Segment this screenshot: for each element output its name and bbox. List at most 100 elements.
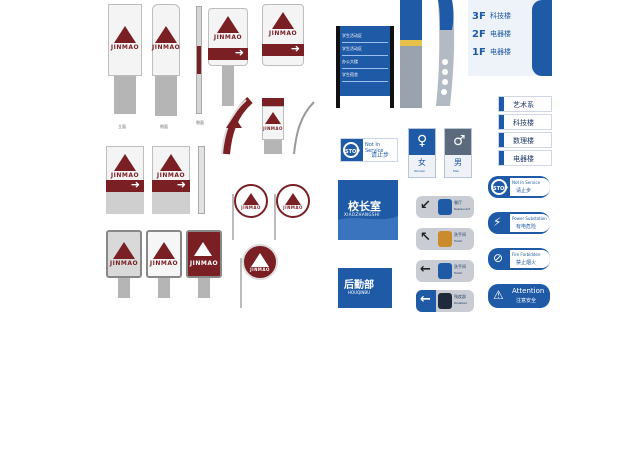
- arrow-pylon-sign-1: JINMAO ➜: [208, 8, 248, 108]
- building-label: 艺术系: [498, 96, 552, 112]
- direction-cn: 洗手间: [454, 232, 466, 237]
- warning-cn: 请止步: [516, 188, 532, 194]
- logo-text: JINMAO: [110, 44, 140, 51]
- right-arrow-icon: ➜: [208, 47, 248, 60]
- warning-icon: ⚠: [493, 288, 504, 302]
- direction-cn: 餐厅: [454, 200, 462, 205]
- arrow-pylon-sign-2: JINMAO ➜: [262, 4, 304, 84]
- logo-text: JINMAO: [189, 260, 219, 267]
- women-en: Women: [414, 169, 426, 173]
- blue-pylon: [400, 0, 422, 108]
- direction-en: Disabled: [454, 301, 468, 305]
- curved-blue-pylon: [430, 0, 460, 108]
- women-cn: 女: [418, 158, 426, 167]
- directory-board: 学生活动区 学生活动区 办公大楼 学生宿舍: [336, 26, 394, 108]
- directory-row: 学生活动区: [342, 30, 388, 43]
- framed-sign-2: JINMAO: [146, 230, 182, 300]
- floor-name: 电器楼: [490, 48, 511, 56]
- floor-directory: 3F 科技楼 2F 电器楼 1F 电器楼: [468, 0, 552, 76]
- arrow-icon: ↙: [420, 198, 431, 213]
- arrow-icon: ←: [420, 262, 431, 277]
- round-flag-sign-2: JINMAO: [272, 180, 312, 240]
- stop-cn: 请止步: [371, 152, 390, 159]
- pylon-side-view: 侧面: [194, 6, 206, 125]
- direction-cn: 洗手间: [454, 264, 466, 269]
- floor-number: 1F: [472, 46, 486, 58]
- right-arrow-icon: ➜: [106, 179, 144, 192]
- stop-icon: STOP: [343, 142, 360, 158]
- building-label: 数理楼: [498, 132, 552, 148]
- jinmao-logo-icon: [113, 242, 135, 259]
- men-toilet-sign: ♂ 男 Men: [444, 128, 472, 178]
- logo-text: JINMAO: [149, 260, 179, 267]
- floor-number: 2F: [472, 28, 486, 40]
- floor-rows: 3F 科技楼 2F 电器楼 1F 电器楼: [472, 8, 536, 60]
- floor-number: 3F: [472, 10, 486, 22]
- warning-cn: 注意安全: [516, 298, 537, 304]
- direction-pill: ↖ 洗手间 Toilet: [416, 228, 474, 250]
- woman-icon: ♀: [417, 133, 428, 149]
- jinmao-logo-icon: [265, 112, 281, 124]
- logo-text: JINMAO: [283, 204, 303, 210]
- warning-pill: STOP Not In Service 请止步: [488, 176, 550, 198]
- jinmao-logo-icon: [272, 12, 294, 29]
- warning-cn: 禁止烟火: [516, 260, 537, 266]
- framed-sign-3: JINMAO: [186, 230, 222, 300]
- stop-en: Not In Service: [365, 142, 384, 154]
- jinmao-logo-icon: [153, 242, 175, 259]
- right-arrow-icon: ➜: [152, 179, 190, 192]
- directory-row: 办公大楼: [342, 56, 388, 69]
- warning-pills: STOP Not In Service 请止步 ⚡ Power Substati…: [488, 176, 552, 308]
- direction-en: Restaurant: [454, 207, 471, 211]
- jinmao-logo-icon: [160, 154, 182, 171]
- direction-en: Toilet: [454, 271, 462, 275]
- caption: 侧面: [196, 120, 204, 125]
- totem-sign: JINMAO: [262, 98, 284, 154]
- warning-pill: ⚡ Power Substation 有电危险: [488, 212, 550, 234]
- pylon-sign-1: JINMAO 立面: [108, 4, 142, 129]
- logo-text: JINMAO: [263, 126, 283, 131]
- directory-rows: 学生活动区 学生活动区 办公大楼 学生宿舍: [342, 30, 388, 82]
- direction-pills: ↙ 餐厅 Restaurant ↖ 洗手间 Toilet ← 洗手间 Toile…: [416, 196, 474, 312]
- office-en: XIAOZHANGSHI: [344, 212, 380, 217]
- logo-text: JINMAO: [109, 260, 139, 267]
- direction-pill: ↙ 餐厅 Restaurant: [416, 196, 474, 218]
- direction-cn: 残疾部: [454, 294, 466, 299]
- arrow-pylon-sign-3: JINMAO ➜: [106, 146, 144, 216]
- caption: 侧面: [160, 124, 168, 129]
- pylon-side-view-2: [196, 146, 208, 216]
- office-sign-logistics: 后勤部 HOUQINBU: [338, 268, 392, 308]
- right-arrow-icon: ➜: [262, 43, 304, 56]
- jinmao-logo-icon: [114, 154, 136, 171]
- warning-en: Attention: [512, 287, 545, 295]
- round-flag-sign-1: JINMAO: [230, 180, 270, 240]
- round-flag-sign-3: JINMAO: [236, 240, 280, 310]
- building-label: 电器楼: [498, 150, 552, 166]
- jinmao-logo-icon: [114, 26, 136, 43]
- jinmao-logo-icon: [251, 252, 269, 267]
- office-sign-principal: 校长室 XIAOZHANGSHI: [338, 180, 398, 240]
- jinmao-logo-icon: [243, 192, 259, 205]
- floor-row: 2F 电器楼: [472, 26, 536, 42]
- warning-en: Fire Forbidden: [512, 252, 541, 257]
- directory-row: 学生活动区: [342, 43, 388, 56]
- man-icon: ♂: [453, 133, 466, 149]
- logo-text: JINMAO: [156, 172, 186, 179]
- curved-side-view: [290, 100, 318, 156]
- arrow-icon: ←: [420, 292, 431, 307]
- jinmao-logo-icon: [194, 242, 212, 256]
- direction-pill: ← 洗手间 Toilet: [416, 260, 474, 282]
- logo-text: JINMAO: [152, 44, 181, 51]
- men-en: Men: [453, 169, 460, 173]
- arrow-icon: ↖: [420, 230, 431, 245]
- floor-row: 1F 电器楼: [472, 44, 536, 60]
- floor-name: 科技楼: [490, 12, 511, 20]
- building-label: 科技楼: [498, 114, 552, 130]
- logo-text: JINMAO: [250, 266, 270, 272]
- arrow-pylon-sign-4: JINMAO ➜: [152, 146, 190, 216]
- pylon-sign-2: JINMAO 侧面: [152, 4, 181, 129]
- caption: 立面: [118, 124, 126, 129]
- jinmao-logo-icon: [155, 26, 177, 43]
- stop-sign: STOP Not In Service 请止步: [340, 138, 398, 162]
- office-cn: 校长室: [348, 200, 381, 213]
